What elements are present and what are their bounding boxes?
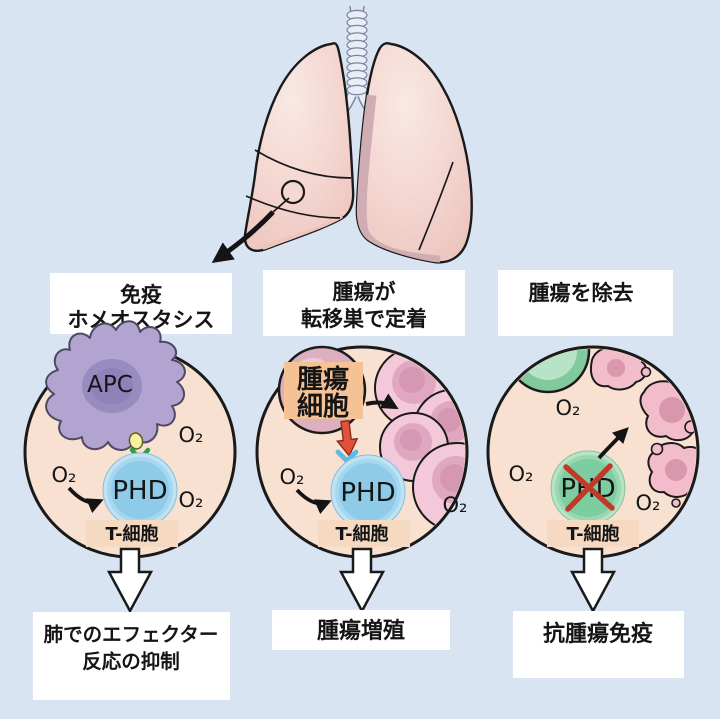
top-label2-line1: 腫瘍が xyxy=(333,280,396,304)
top-label3-line1: 腫瘍を除去 xyxy=(529,281,634,305)
o2-label: O₂ xyxy=(280,465,305,489)
o2-label: O₂ xyxy=(179,423,204,447)
phd-label: PHD xyxy=(340,478,395,508)
o2-to-phd-arrow xyxy=(67,486,104,514)
tumor-label-line2: 細胞 xyxy=(297,391,349,422)
label-box xyxy=(50,273,232,334)
down-block-arrow-1 xyxy=(106,547,154,614)
label-box xyxy=(263,270,465,336)
label-box xyxy=(272,610,450,650)
top-label-tumor-removed: 腫瘍を除去 xyxy=(498,270,673,336)
tumor-growth-arrow xyxy=(365,393,399,410)
phd-enzyme-inactive: PHD xyxy=(550,450,626,526)
label-box xyxy=(513,611,684,678)
o2-to-phd-arrow xyxy=(295,488,332,515)
zoom-leader-line xyxy=(272,197,290,213)
top-label1-line2: ホメオスタシス xyxy=(68,308,215,332)
down-block-arrow-3 xyxy=(569,547,617,614)
tcell-tag xyxy=(547,520,639,547)
bottom-label2-line1: 腫瘍増殖 xyxy=(317,618,405,644)
top-label-immune-homeostasis: 免疫 ホメオスタシス xyxy=(50,273,232,334)
bottom-label-effector-suppression: 肺でのエフェクター 反応の抑制 xyxy=(33,612,230,700)
tcell-tag xyxy=(318,520,410,547)
bottom-label-tumor-growth: 腫瘍増殖 xyxy=(272,610,450,650)
tcell-tag xyxy=(86,520,178,547)
top-label-tumor-settles: 腫瘍が 転移巣で定着 xyxy=(263,270,465,336)
label-box xyxy=(33,612,230,700)
down-block-arrow-2 xyxy=(338,547,386,614)
o2-label: O₂ xyxy=(443,493,468,517)
bottom-label1-line1: 肺でのエフェクター xyxy=(44,623,219,646)
o2-label: O₂ xyxy=(636,491,661,515)
top-label2-line2: 転移巣で定着 xyxy=(301,307,427,331)
phd-label: PHD xyxy=(112,476,167,506)
apc-label: APC xyxy=(87,372,133,398)
attack-arrow xyxy=(597,427,629,460)
tcell-label: T-細胞 xyxy=(566,523,619,545)
tumor-label-box xyxy=(284,362,363,419)
tcell-label: T-細胞 xyxy=(105,523,158,545)
label-box xyxy=(498,270,673,336)
zoom-arrow xyxy=(211,210,275,264)
o2-label: O₂ xyxy=(179,488,204,512)
lung-fissure-2 xyxy=(245,195,341,219)
magnifier-circle xyxy=(280,179,306,205)
apc-cell: APC xyxy=(45,320,186,451)
lung-fissure-3 xyxy=(418,161,454,251)
o2-label: O₂ xyxy=(556,396,581,420)
bottom-label3-line1: 抗腫瘍免疫 xyxy=(543,621,653,647)
phd-enzyme-active: PHD xyxy=(330,454,406,530)
panel1-tcell-circle: APC PHD O₂ O₂ O₂ T-細胞 xyxy=(23,320,237,559)
lung-fissure-1 xyxy=(254,149,352,179)
phd-cross-out-icon xyxy=(563,463,615,512)
top-label1-line1: 免疫 xyxy=(120,283,162,307)
tcell-label: T-細胞 xyxy=(335,523,388,545)
tumor-cell-label: 腫瘍 細胞 xyxy=(284,362,363,422)
bottom-label1-line2: 反応の抑制 xyxy=(82,650,180,673)
tumor-label-line1: 腫瘍 xyxy=(297,364,349,395)
o2-label: O₂ xyxy=(509,462,534,486)
apc-nucleus-core xyxy=(91,368,133,404)
bottom-label-antitumor-immunity: 抗腫瘍免疫 xyxy=(513,611,684,678)
panel3-tcell-circle: PHD O₂ O₂ O₂ T-細胞 xyxy=(486,345,700,559)
phd-enzyme-active: PHD xyxy=(102,452,178,528)
o2-label: O₂ xyxy=(52,463,77,487)
